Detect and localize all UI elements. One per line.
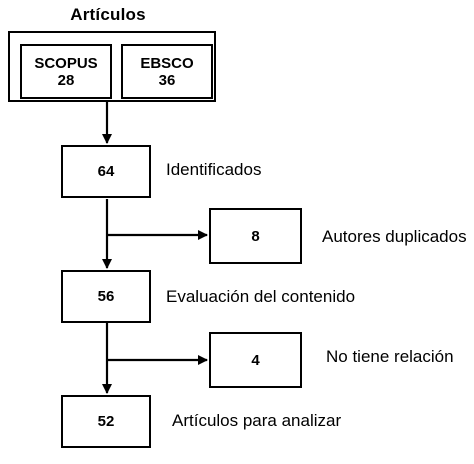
unrelated-count-box: 4 xyxy=(209,332,302,388)
source-box-ebsco: EBSCO 36 xyxy=(121,44,213,99)
source-box-scopus: SCOPUS 28 xyxy=(20,44,112,99)
analysis-label: Artículos para analizar xyxy=(172,411,342,430)
identified-label: Identificados xyxy=(166,160,262,179)
source-count: 28 xyxy=(57,72,75,89)
evaluation-label: Evaluación del contenido xyxy=(166,287,356,306)
duplicates-label: Autores duplicados xyxy=(322,227,467,246)
source-name: EBSCO xyxy=(140,55,194,72)
source-count: 36 xyxy=(158,72,176,89)
sources-group: SCOPUS 28 EBSCO 36 xyxy=(8,31,216,102)
source-name: SCOPUS xyxy=(34,55,98,72)
unrelated-label: No tiene relación xyxy=(326,347,454,366)
duplicates-count-box: 8 xyxy=(209,208,302,264)
analysis-count-box: 52 xyxy=(61,395,151,448)
evaluation-count-box: 56 xyxy=(61,270,151,323)
identified-count-box: 64 xyxy=(61,145,151,198)
diagram-title: Artículos xyxy=(70,5,146,24)
